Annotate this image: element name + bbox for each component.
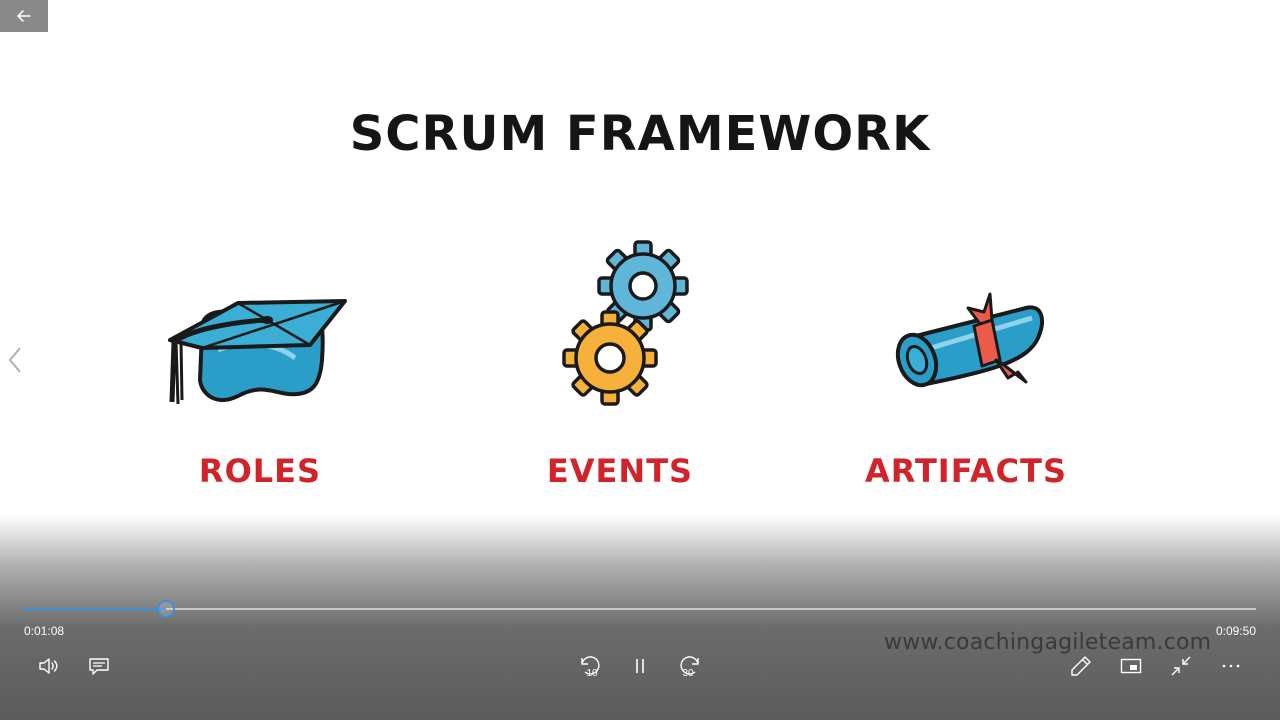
exit-fullscreen-icon (1171, 656, 1191, 676)
subtitles-button[interactable] (83, 650, 115, 682)
artifacts-item (796, 200, 1136, 500)
exit-fullscreen-button[interactable] (1165, 650, 1197, 682)
skip-back-button[interactable]: 10 (574, 650, 606, 682)
skip-back-seconds: 10 (586, 668, 598, 679)
events-label: EVENTS (546, 452, 694, 490)
events-item (450, 200, 790, 500)
subtitles-icon (89, 658, 109, 675)
gears-icon (562, 240, 689, 406)
volume-icon (39, 658, 58, 674)
back-arrow-icon (17, 10, 31, 22)
skip-back-10-icon: 10 (581, 656, 600, 679)
previous-arrow-icon (9, 347, 21, 373)
more-icon (1222, 664, 1240, 668)
skip-forward-30-icon: 30 (680, 656, 699, 679)
volume-button[interactable] (33, 650, 65, 682)
total-time: 0:09:50 (1215, 624, 1256, 638)
mini-view-button[interactable] (1115, 650, 1147, 682)
slide-title: SCRUM FRAMEWORK (349, 106, 931, 162)
graduation-cap-icon (168, 299, 347, 405)
skip-forward-seconds: 30 (682, 668, 694, 679)
roles-item (90, 200, 430, 500)
pen-icon (1071, 656, 1091, 676)
mini-view-icon (1120, 658, 1142, 674)
watermark: www.coachingagileteam.com (884, 630, 1212, 655)
seek-bar-thumb[interactable] (157, 600, 176, 618)
scroll-icon (895, 292, 1044, 388)
pause-button[interactable] (624, 650, 656, 682)
controls-shade (0, 515, 1280, 720)
back-button[interactable] (0, 0, 48, 32)
skip-forward-button[interactable]: 30 (674, 650, 706, 682)
pen-button[interactable] (1065, 650, 1097, 682)
more-button[interactable] (1215, 650, 1247, 682)
elapsed-time: 0:01:08 (24, 624, 65, 638)
artifacts-label: ARTIFACTS (864, 452, 1067, 490)
seek-bar-progress (24, 608, 167, 610)
seek-bar[interactable] (24, 600, 1256, 618)
roles-label: ROLES (198, 452, 322, 490)
pause-icon (636, 659, 644, 673)
previous-button[interactable] (4, 344, 26, 376)
